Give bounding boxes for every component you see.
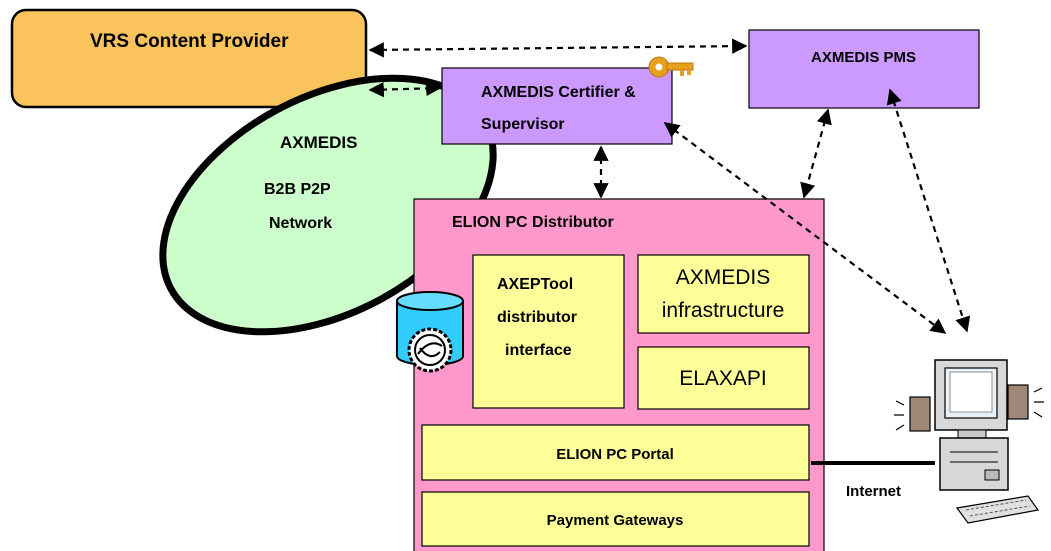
elaxapi-label: ELAXAPI (679, 367, 767, 390)
certifier-line2-label: Supervisor (481, 116, 565, 133)
connectors (368, 38, 971, 334)
key-icon (648, 56, 694, 78)
network-title-label: AXMEDIS (280, 133, 357, 152)
axeptool-module: AXEPTool distributor interface (472, 254, 625, 409)
network-certifier-arrow (368, 80, 442, 98)
database-gear-icon (396, 291, 464, 373)
payment-gateways-module: Payment Gateways (421, 491, 810, 547)
axmedis-infrastructure-module: AXMEDIS infrastructure (637, 254, 810, 334)
pms-client-arrow (886, 88, 971, 333)
certifier-line1-label: AXMEDIS Certifier & (481, 84, 636, 101)
infra-line2-label: infrastructure (662, 299, 785, 322)
distributor-label: ELION PC Distributor (452, 214, 614, 231)
provider-pms-arrow (368, 38, 748, 58)
axeptool-line1-label: AXEPTool (497, 276, 573, 293)
elaxapi-module: ELAXAPI (637, 346, 810, 410)
network-line2-label: B2B P2P (264, 181, 331, 198)
infra-line1-label: AXMEDIS (676, 266, 771, 289)
axeptool-line3-label: interface (505, 342, 572, 359)
b2b-p2p-network-ellipse: AXMEDIS B2B P2P Network (159, 74, 497, 336)
desktop-computer-icon (894, 359, 1044, 524)
pms-label: AXMEDIS PMS (811, 49, 916, 66)
payment-label: Payment Gateways (547, 512, 684, 529)
axmedis-pms-box: AXMEDIS PMS (748, 29, 980, 109)
elion-portal-module: ELION PC Portal (421, 424, 810, 481)
network-line3-label: Network (269, 215, 332, 232)
vrs-provider-label: VRS Content Provider (90, 31, 289, 52)
axeptool-line2-label: distributor (497, 309, 577, 326)
internet-label: Internet (846, 483, 901, 500)
axmedis-certifier-box: AXMEDIS Certifier & Supervisor (441, 67, 673, 145)
portal-label: ELION PC Portal (556, 446, 674, 463)
vrs-content-provider-box: VRS Content Provider (10, 8, 368, 109)
pms-distributor-arrow (800, 108, 832, 199)
